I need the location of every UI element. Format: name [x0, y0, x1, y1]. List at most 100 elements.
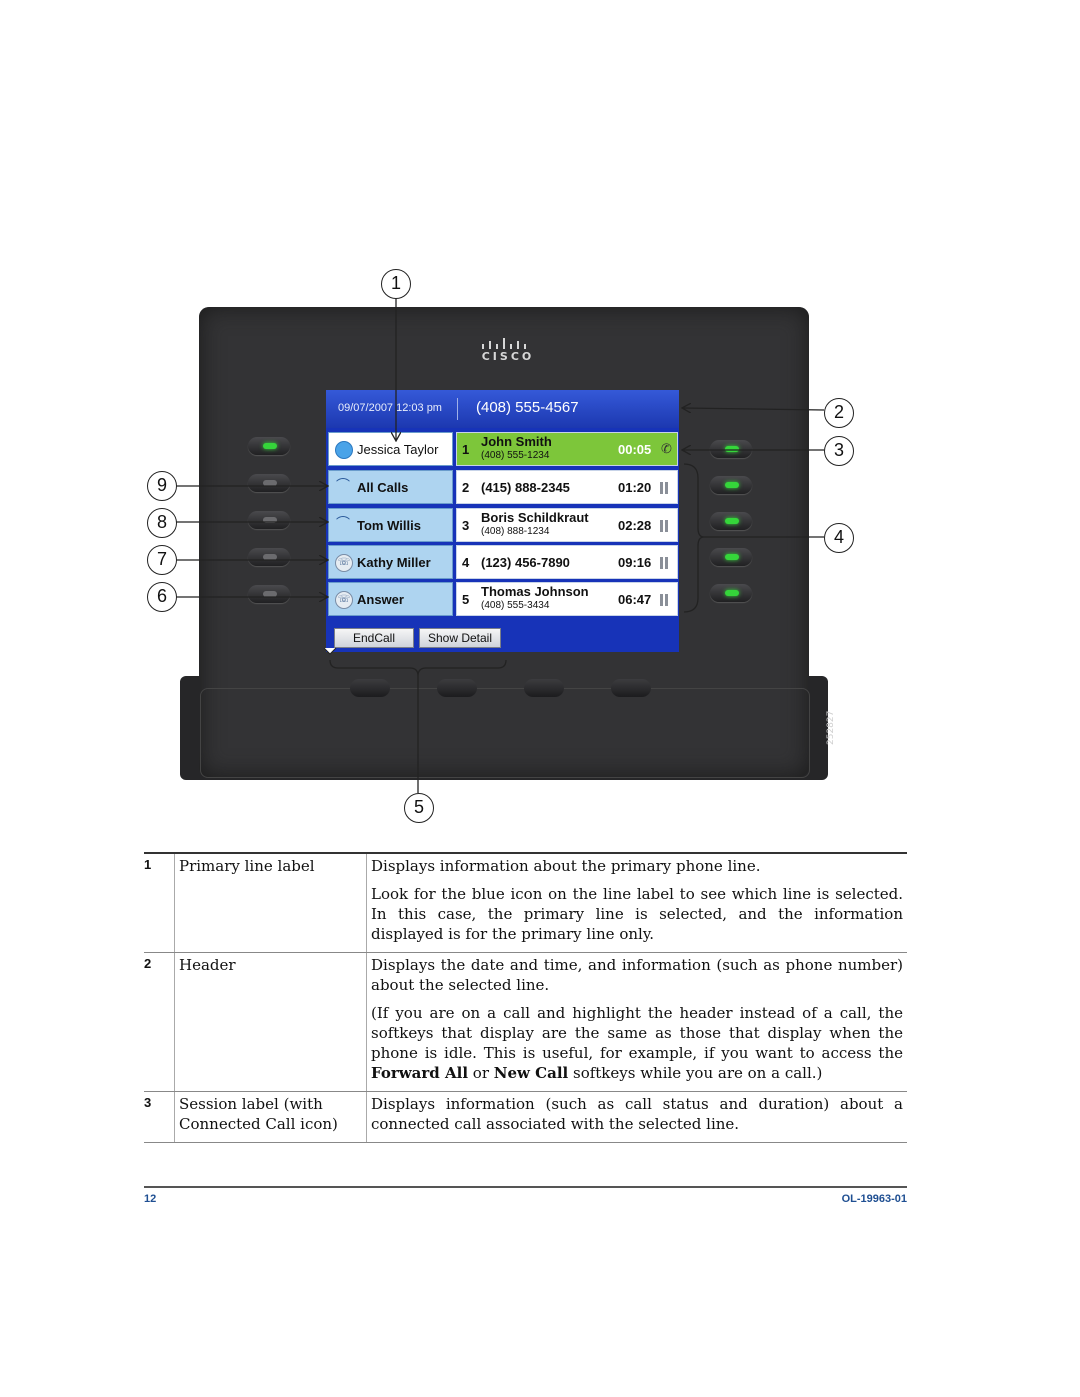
- softkey-button-3[interactable]: [524, 679, 564, 697]
- text-run: softkeys while you are on a call.): [568, 1064, 823, 1082]
- softkey-button-1[interactable]: [350, 679, 390, 697]
- session-button-3[interactable]: [710, 512, 752, 530]
- row-term: Header: [179, 956, 236, 974]
- session-label-2[interactable]: 2 (415) 888-2345 01:20: [456, 470, 678, 504]
- text-run: (If you are on a call and highlight the …: [371, 1004, 903, 1062]
- handset-icon: ⌒: [336, 515, 350, 531]
- session-duration: 01:20: [618, 480, 652, 495]
- softkey-name: New Call: [493, 1064, 569, 1082]
- session-label-5[interactable]: 5 Thomas Johnson (408) 555-3434 06:47: [456, 582, 678, 616]
- phone-figure: CISCO 252827 09/07/2007 12:03 pm (408) 5…: [147, 269, 854, 823]
- led-icon: [725, 590, 739, 596]
- led-icon: [725, 518, 739, 524]
- line-button-3[interactable]: [248, 511, 290, 529]
- line-label-tom-willis[interactable]: ⌒ Tom Willis: [328, 508, 453, 542]
- session-button-2[interactable]: [710, 476, 752, 494]
- line-label-primary[interactable]: Jessica Taylor: [328, 432, 453, 466]
- screen-header[interactable]: 09/07/2007 12:03 pm (408) 555-4567: [326, 390, 679, 428]
- column-divider: [366, 854, 367, 952]
- softkey-button-4[interactable]: [611, 679, 651, 697]
- session-number: (408) 555-3434: [481, 600, 550, 611]
- callout-7: 7: [147, 545, 177, 575]
- column-divider: [174, 1092, 175, 1142]
- row-description: Displays information about the primary p…: [371, 854, 907, 952]
- row-number: 1: [144, 857, 152, 872]
- description-paragraph: (If you are on a call and highlight the …: [371, 1003, 903, 1083]
- session-duration: 02:28: [618, 518, 652, 533]
- column-divider: [174, 854, 175, 952]
- session-name: Boris Schildkraut: [481, 510, 589, 525]
- phone-screen: 09/07/2007 12:03 pm (408) 555-4567 Jessi…: [326, 390, 679, 652]
- header-date-time: 09/07/2007 12:03 pm: [338, 402, 442, 414]
- callout-leaders: [176, 298, 825, 793]
- connected-call-icon: ✆: [661, 441, 672, 456]
- table-row: 2 Header Displays the date and time, and…: [144, 953, 907, 1092]
- callout-2: 2: [824, 398, 854, 428]
- led-icon: [263, 443, 277, 449]
- selected-line-icon: [335, 441, 353, 459]
- session-label-1[interactable]: 1 John Smith (408) 555-1234 00:05 ✆: [456, 432, 678, 466]
- line-label-text: Jessica Taylor: [357, 442, 439, 457]
- led-icon: [263, 591, 277, 597]
- session-button-5[interactable]: [710, 584, 752, 602]
- line-button-5[interactable]: [248, 585, 290, 603]
- cisco-logo-bars-icon: [482, 338, 526, 349]
- answer-icon: ☏: [335, 591, 353, 609]
- led-icon: [725, 482, 739, 488]
- led-icon: [263, 554, 277, 560]
- session-name: John Smith: [481, 434, 552, 449]
- line-label-text: Answer: [357, 592, 404, 607]
- row-term: Session label (with Connected Call icon): [179, 1095, 338, 1133]
- speed-dial-icon: ☏: [335, 554, 353, 572]
- session-duration: 00:05: [618, 442, 652, 457]
- line-label-kathy-miller[interactable]: ☏ Kathy Miller: [328, 545, 453, 579]
- description-paragraph: Look for the blue icon on the line label…: [371, 885, 903, 943]
- row-number: 2: [144, 956, 152, 971]
- session-button-4[interactable]: [710, 548, 752, 566]
- session-name: Thomas Johnson: [481, 584, 589, 599]
- column-divider: [174, 953, 175, 1091]
- led-icon: [725, 446, 739, 452]
- led-icon: [263, 480, 277, 486]
- line-button-4[interactable]: [248, 548, 290, 566]
- phone-base-outline: [200, 688, 810, 778]
- softkey-show-detail[interactable]: Show Detail: [419, 628, 501, 648]
- page-number: 12: [144, 1193, 157, 1205]
- callout-6: 6: [147, 582, 177, 612]
- softkey-endcall[interactable]: EndCall: [334, 628, 414, 648]
- callout-description-table: 1 Primary line label Displays informatio…: [144, 852, 907, 1143]
- softkey-button-2[interactable]: [437, 679, 477, 697]
- softkey-name: Forward All: [371, 1064, 469, 1082]
- session-index: 4: [462, 555, 470, 570]
- session-label-4[interactable]: 4 (123) 456-7890 09:16: [456, 545, 678, 579]
- callout-3: 3: [824, 436, 854, 466]
- line-button-1[interactable]: [248, 437, 290, 455]
- session-label-3[interactable]: 3 Boris Schildkraut (408) 888-1234 02:28: [456, 508, 678, 542]
- callout-5: 5: [404, 793, 434, 823]
- session-number: (408) 888-1234: [481, 526, 550, 537]
- session-index: 2: [462, 480, 470, 495]
- session-name: (123) 456-7890: [481, 555, 570, 570]
- session-button-1[interactable]: [710, 440, 752, 458]
- hold-icon: [660, 557, 669, 569]
- description-paragraph: Displays information (such as call statu…: [371, 1095, 903, 1133]
- line-label-all-calls[interactable]: ⌒ All Calls: [328, 470, 453, 504]
- session-duration: 06:47: [618, 592, 652, 607]
- session-index: 1: [462, 442, 470, 457]
- document-id: OL-19963-01: [841, 1193, 907, 1205]
- hold-icon: [660, 594, 669, 606]
- handset-icon: ⌒: [336, 477, 350, 493]
- column-divider: [366, 953, 367, 1091]
- cisco-logo: CISCO: [481, 350, 535, 363]
- header-phone-number: (408) 555-4567: [476, 399, 579, 416]
- session-number: (408) 555-1234: [481, 450, 550, 461]
- line-button-2[interactable]: [248, 474, 290, 492]
- callout-8: 8: [147, 508, 177, 538]
- callout-1: 1: [381, 269, 411, 299]
- led-icon: [725, 554, 739, 560]
- table-row: 3 Session label (with Connected Call ico…: [144, 1092, 907, 1143]
- line-label-text: Kathy Miller: [357, 555, 431, 570]
- line-label-answer[interactable]: ☏ Answer: [328, 582, 453, 616]
- header-divider: [457, 398, 458, 420]
- row-number: 3: [144, 1095, 152, 1110]
